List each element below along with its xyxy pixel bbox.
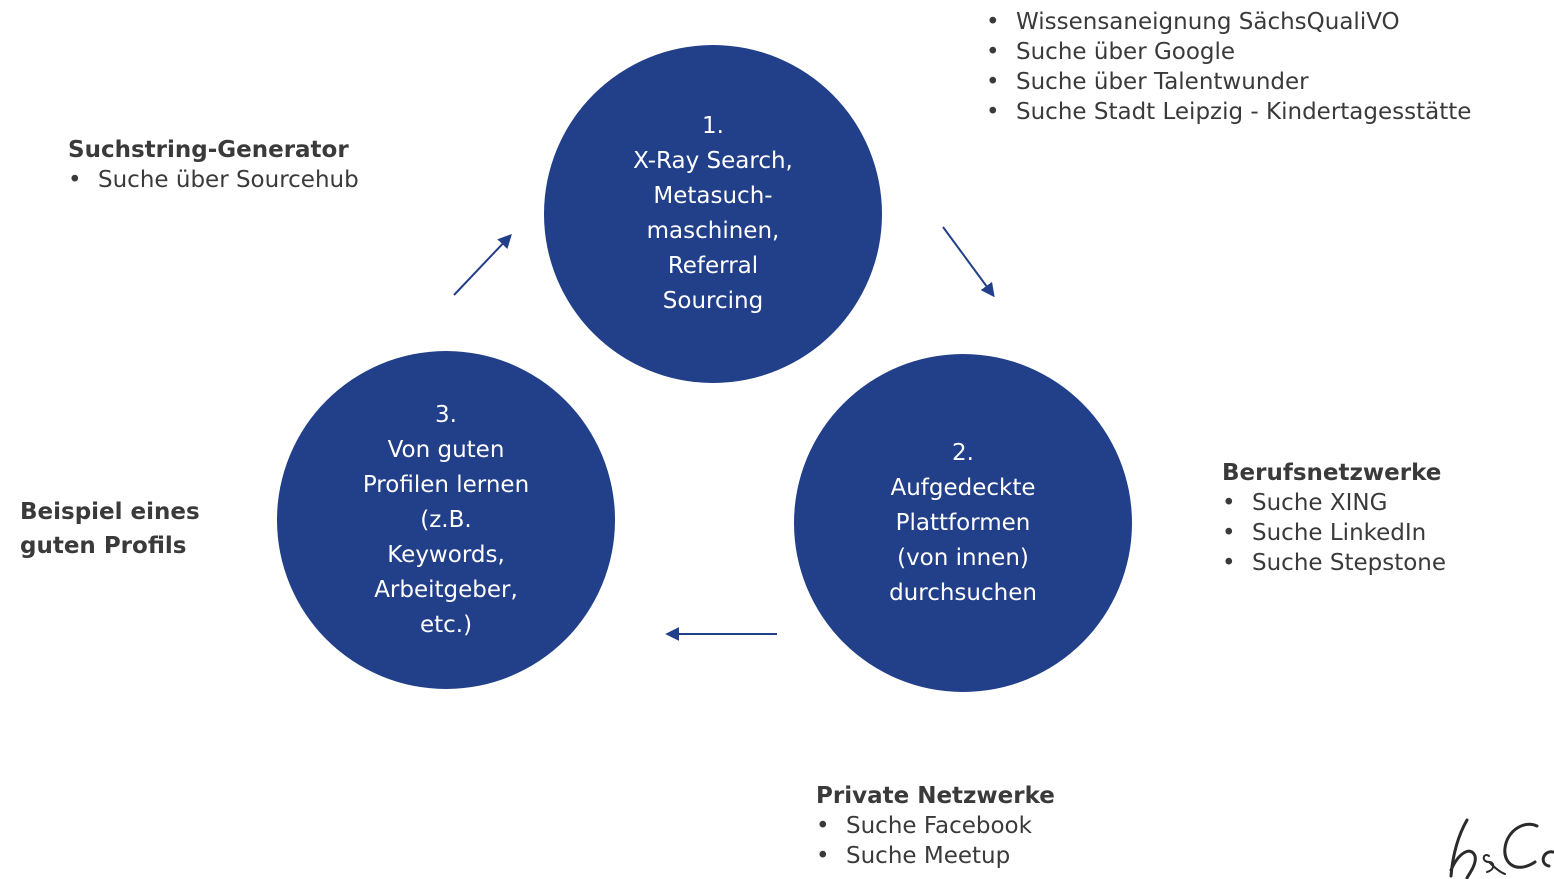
- step-1-circle[interactable]: 1. X-Ray Search, Metasuch- maschinen, Re…: [544, 45, 882, 383]
- step-1-line: Metasuch-: [653, 183, 773, 209]
- link-suche-stepstone[interactable]: Suche Stepstone: [1222, 548, 1446, 578]
- step-3-line: Arbeitgeber,: [374, 576, 518, 603]
- step-1-line: Sourcing: [662, 288, 764, 314]
- link-suche-linkedin[interactable]: Suche LinkedIn: [1222, 518, 1446, 548]
- suchstring-block: Suchstring-Generator Suche über Sourcehu…: [68, 135, 359, 195]
- link-suche-talentwunder[interactable]: Suche über Talentwunder: [986, 67, 1471, 97]
- step-2-number: 2.: [952, 439, 974, 466]
- arrow-step3-to-step1: [453, 233, 512, 296]
- private-netzwerke-block: Private Netzwerke Suche Facebook Suche M…: [816, 781, 1055, 871]
- step-3-line: etc.): [419, 611, 473, 638]
- link-suche-stadt-leipzig[interactable]: Suche Stadt Leipzig - Kindertagesstätte: [986, 97, 1471, 127]
- link-suche-google[interactable]: Suche über Google: [986, 37, 1471, 67]
- step-2-line: Aufgedeckte: [890, 474, 1036, 501]
- step-1-number: 1.: [702, 113, 724, 139]
- script-logo-icon: [1445, 812, 1554, 879]
- link-suche-facebook[interactable]: Suche Facebook: [816, 811, 1055, 841]
- beispiel-heading-line-1[interactable]: Beispiel eines: [20, 499, 200, 525]
- link-suche-meetup[interactable]: Suche Meetup: [816, 841, 1055, 871]
- step-3-number: 3.: [435, 401, 457, 428]
- link-suche-sourcehub[interactable]: Suche über Sourcehub: [68, 165, 359, 195]
- link-wissensaneignung[interactable]: Wissensaneignung SächsQualiVO: [986, 7, 1471, 37]
- step-1-line: maschinen,: [646, 218, 780, 244]
- step-2-line: durchsuchen: [889, 579, 1037, 606]
- step-1-line: X-Ray Search,: [633, 148, 793, 174]
- step-1-links: Wissensaneignung SächsQualiVO Suche über…: [986, 7, 1471, 127]
- beispiel-heading-line-2[interactable]: guten Profils: [20, 533, 187, 559]
- private-netzwerke-heading: Private Netzwerke: [816, 783, 1055, 809]
- beispiel-block[interactable]: Beispiel eines guten Profils: [20, 495, 200, 563]
- link-suche-xing[interactable]: Suche XING: [1222, 488, 1446, 518]
- step-3-line: Keywords,: [387, 541, 505, 568]
- berufsnetzwerke-block: Berufsnetzwerke Suche XING Suche LinkedI…: [1222, 458, 1446, 578]
- step-3-line: (z.B.: [420, 506, 472, 533]
- suchstring-heading[interactable]: Suchstring-Generator: [68, 137, 349, 163]
- step-3-line: Von guten: [387, 436, 505, 463]
- step-2-line: (von innen): [897, 544, 1029, 571]
- step-2-circle[interactable]: 2. Aufgedeckte Plattformen (von innen) d…: [794, 354, 1132, 692]
- step-2-line: Plattformen: [895, 509, 1031, 536]
- berufsnetzwerke-heading: Berufsnetzwerke: [1222, 460, 1442, 486]
- step-3-circle[interactable]: 3. Von guten Profilen lernen (z.B. Keywo…: [277, 351, 615, 689]
- arrow-step1-to-step2: [942, 226, 995, 298]
- step-3-line: Profilen lernen: [362, 471, 530, 498]
- step-1-line: Referral: [667, 253, 759, 279]
